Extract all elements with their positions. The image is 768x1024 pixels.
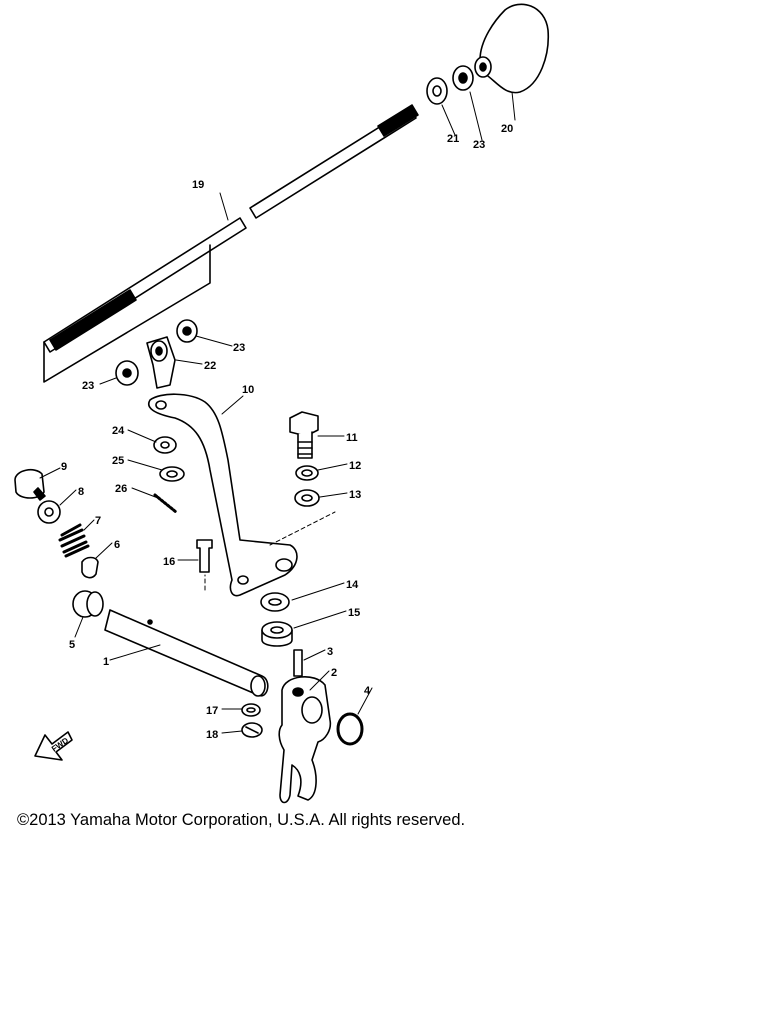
part-labels: 19 21 23 20 23 22 23 10 11 12 13 24 25 2…: [50, 123, 513, 754]
label-16: 16: [163, 556, 175, 568]
washer-13: [294, 489, 320, 507]
label-6: 6: [114, 539, 120, 551]
label-1: 1: [103, 656, 109, 668]
plug-bolt-9: [14, 468, 46, 501]
label-3: 3: [327, 646, 333, 658]
washer-17: [241, 703, 261, 717]
front-direction-arrow: [34, 731, 73, 761]
label-26: 26: [115, 483, 127, 495]
exploded-parts-diagram: 19 21 23 20 23 22 23 10 11 12 13 24 25 2…: [14, 3, 550, 804]
bolt-11: [289, 411, 319, 459]
plug-5: [72, 590, 104, 618]
pin-3: [293, 649, 303, 677]
label-23-right: 23: [233, 342, 245, 354]
label-10: 10: [242, 384, 254, 396]
collar-15: [261, 621, 293, 647]
rod-end-22: [146, 336, 176, 389]
washer-14: [260, 592, 290, 612]
label-17: 17: [206, 705, 218, 717]
label-24: 24: [112, 425, 125, 437]
washer-21: [426, 77, 448, 105]
copyright-notice: ©2013 Yamaha Motor Corporation, U.S.A. A…: [17, 811, 466, 829]
label-5: 5: [69, 639, 75, 651]
shift-shaft: [104, 609, 269, 697]
label-19: 19: [192, 179, 204, 191]
label-2: 2: [331, 667, 337, 679]
label-12: 12: [349, 460, 361, 472]
label-15: 15: [348, 607, 360, 619]
label-23-left: 23: [82, 380, 94, 392]
label-22: 22: [204, 360, 216, 372]
label-23-upper: 23: [473, 139, 485, 151]
shift-fork: [278, 676, 332, 804]
nut-23-right: [176, 319, 198, 343]
plunger-6: [81, 556, 99, 579]
label-18: 18: [206, 729, 218, 741]
shift-knob: [474, 3, 550, 94]
label-14: 14: [346, 579, 359, 591]
label-9: 9: [61, 461, 67, 473]
label-11: 11: [346, 432, 358, 444]
label-25: 25: [112, 455, 124, 467]
washer-25: [159, 466, 185, 482]
o-ring-4: [336, 712, 364, 746]
clip-18: [241, 722, 263, 738]
label-20: 20: [501, 123, 513, 135]
washer-24: [153, 436, 177, 454]
shift-rod: [43, 104, 419, 383]
pin-16: [196, 539, 213, 573]
nut-23-upper: [452, 65, 474, 91]
label-8: 8: [78, 486, 84, 498]
spring-7: [58, 523, 90, 558]
washer-8: [37, 500, 61, 524]
label-21: 21: [447, 133, 459, 145]
spring-washer-12: [295, 465, 319, 481]
label-4: 4: [364, 685, 371, 697]
shift-lever-arm: [148, 393, 298, 597]
label-7: 7: [95, 515, 101, 527]
nut-23-left: [115, 360, 139, 386]
label-13: 13: [349, 489, 361, 501]
cotter-pin-26: [153, 493, 178, 514]
